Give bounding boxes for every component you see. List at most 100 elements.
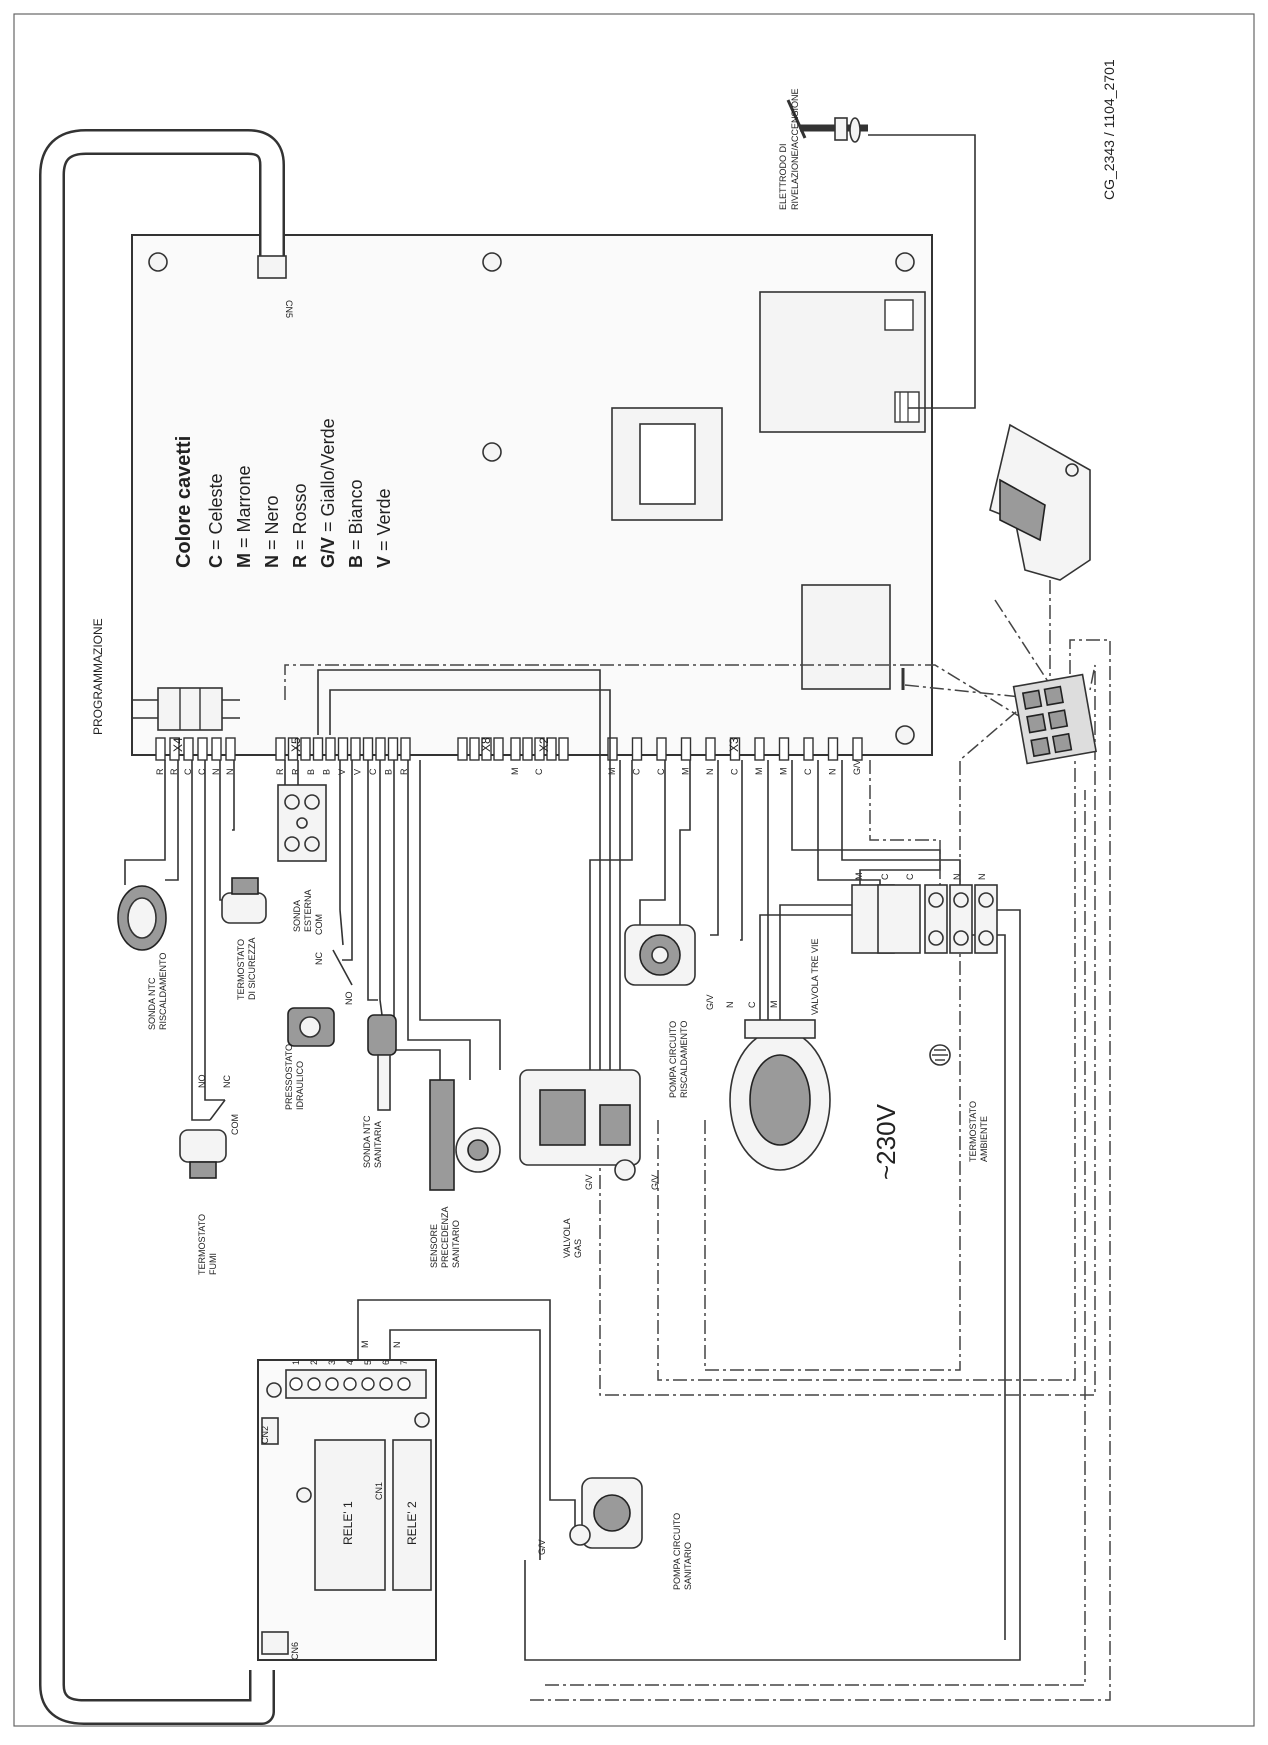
pompa-san-label-2: SANITARIO — [683, 1542, 693, 1590]
wire-label: M — [769, 1001, 779, 1009]
wire-label: M — [681, 768, 691, 776]
earth-terminal-strip — [1012, 673, 1097, 765]
legend-name: = Nero — [262, 495, 282, 555]
rele1 — [314, 1439, 386, 1591]
pompa-risc-label-1: POMPA CIRCUITO — [668, 1021, 678, 1098]
earth-wires — [284, 580, 1111, 1701]
pompa-sanitario — [569, 1477, 643, 1549]
legend-name: = Bianco — [346, 479, 366, 555]
cn6-connector — [261, 1631, 289, 1655]
pompa-san-label-1: POMPA CIRCUITO — [672, 1513, 682, 1590]
legend-item: M = Marrone — [234, 465, 254, 568]
relay-terminal-number: 4 — [345, 1360, 355, 1365]
wire-label: C — [730, 768, 740, 775]
mount-hole — [148, 252, 168, 272]
sonda-ntc-san-label-1: SONDA NTC — [362, 1115, 372, 1168]
termostato-ambiente-label-2: AMBIENTE — [979, 1116, 989, 1162]
connector-pin — [375, 737, 386, 761]
wire-label: N — [828, 769, 838, 776]
drawing-code: CG_2343 / 1104_2701 — [1101, 59, 1117, 200]
connector-pin — [325, 737, 336, 761]
x8-label: X8 — [479, 737, 493, 752]
legend-item: V = Verde — [374, 488, 394, 568]
legend-code: N — [262, 555, 282, 568]
connector-pin — [754, 737, 765, 761]
legend-item: B = Bianco — [346, 479, 366, 568]
relay-terminal-number: 6 — [381, 1360, 391, 1365]
wire-label: N — [705, 769, 715, 776]
pompa-riscaldamento — [624, 924, 696, 986]
legend-item: R = Rosso — [290, 483, 310, 568]
valvola-gas-label-1: VALVOLA — [562, 1218, 572, 1258]
wire-label: R — [275, 768, 285, 775]
sonda-ntc-sanitaria — [367, 1014, 397, 1111]
cn2-connector — [261, 1417, 279, 1445]
legend-item: G/V = Giallo/Verde — [318, 418, 338, 568]
relay-terminal — [307, 1377, 321, 1391]
x3-label: X3 — [727, 737, 741, 752]
relay-terminal — [361, 1377, 375, 1391]
sonda-ntc-risc-label-1: SONDA NTC — [147, 977, 157, 1030]
voltage-label: ~230V — [871, 1103, 901, 1180]
connector-pin — [387, 737, 399, 761]
legend-name: = Giallo/Verde — [318, 418, 338, 537]
gv-label: G/V — [705, 994, 715, 1010]
connector-pin — [493, 737, 504, 761]
connector-pin — [225, 737, 236, 761]
termostato-sicurezza-label-1: TERMOSTATO — [236, 939, 246, 1000]
rele1-label: RELE' 1 — [341, 1501, 355, 1545]
wire-label: B — [384, 769, 394, 775]
connector-pin — [852, 737, 863, 761]
wire-label: C — [197, 768, 207, 775]
valvola-gas — [519, 1069, 641, 1181]
wire-label: N — [725, 1002, 735, 1009]
relay-terminal-number: 7 — [399, 1360, 409, 1365]
termostato-sicurezza — [221, 877, 267, 924]
connector-pin — [350, 737, 361, 761]
sonda-ntc-risc-label-2: RISCALDAMENTO — [158, 953, 168, 1030]
main-board — [131, 234, 933, 756]
connector-pin — [400, 737, 411, 761]
wire-label: R — [155, 768, 165, 775]
wire-label: M — [510, 768, 520, 776]
wire-label: C — [368, 768, 378, 775]
cn5-connector — [257, 255, 287, 279]
connector-pin — [729, 737, 741, 761]
connector-pin — [827, 737, 839, 761]
wire-label: N — [225, 769, 235, 776]
x5-label: X5 — [289, 737, 303, 752]
x2-label: X2 — [537, 737, 551, 752]
cn1-label: CN1 — [374, 1482, 384, 1500]
sonda-esterna — [277, 784, 327, 862]
pressostato-idraulico — [287, 1007, 335, 1047]
wire-label: R — [169, 768, 179, 775]
wire-label: V — [337, 769, 347, 775]
wire-label: C — [534, 768, 544, 775]
burner-bracket — [989, 423, 1091, 581]
pressostato-no: NO — [344, 992, 354, 1006]
relay-terminal — [397, 1377, 411, 1391]
wire-label: B — [306, 769, 316, 775]
relay-terminal — [379, 1377, 393, 1391]
wire-label: M — [754, 768, 764, 776]
termostato-fumi-label-1: TERMOSTATO — [197, 1214, 207, 1275]
connector-pin — [197, 737, 208, 761]
legend-item: C = Celeste — [206, 473, 226, 568]
connector-pin — [457, 737, 468, 761]
programmazione-label: PROGRAMMAZIONE — [91, 618, 105, 735]
connector-pin — [211, 737, 222, 761]
wire-label: C — [183, 768, 193, 775]
connector-pin — [705, 737, 716, 761]
sonda-esterna-label-2: ESTERNA — [303, 889, 313, 932]
terminal-label: N — [952, 874, 962, 881]
page-border — [13, 13, 1255, 1727]
connector-pin — [183, 737, 194, 761]
elettrodo-label-2: RIVELAZIONE/ACCENSIONE — [790, 88, 800, 210]
legend-name: = Rosso — [290, 483, 310, 555]
cn5-label: CN5 — [284, 300, 294, 318]
connector-pin — [631, 737, 643, 761]
programming-connector — [132, 687, 240, 731]
termostato-fumi-label-2: FUMI — [208, 1253, 218, 1275]
